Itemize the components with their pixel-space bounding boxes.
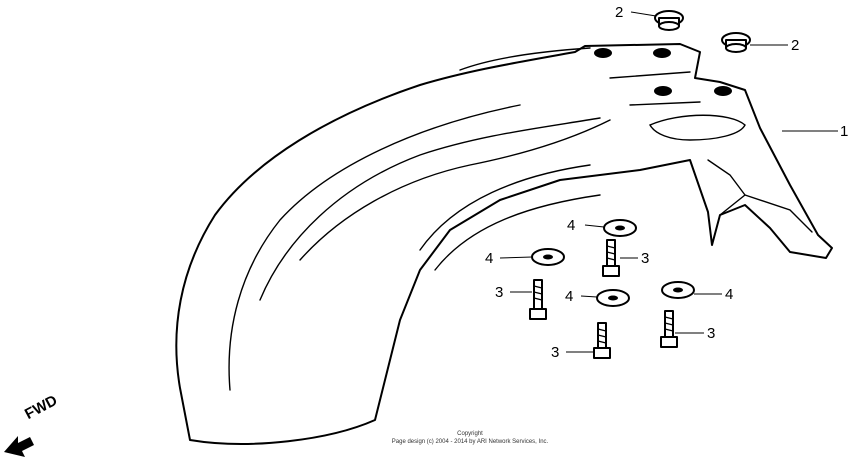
front-fender[interactable] (175, 43, 833, 445)
bolt-1[interactable] (602, 239, 620, 277)
callout-3-right: 3 (707, 325, 715, 342)
washer-2[interactable] (531, 248, 565, 266)
washer-3[interactable] (596, 289, 630, 307)
callout-4-right: 4 (725, 286, 733, 303)
copyright-title: Copyright (457, 431, 483, 437)
callout-4-middle: 4 (565, 288, 573, 305)
callout-2-right: 2 (791, 37, 799, 54)
callout-3-top: 3 (641, 250, 649, 267)
callout-1: 1 (840, 123, 848, 140)
bolt-3[interactable] (593, 322, 611, 359)
bolt-2[interactable] (529, 279, 547, 320)
copyright-notice: Page design (c) 2004 - 2014 by ARI Netwo… (391, 439, 549, 445)
washer-1[interactable] (603, 219, 637, 237)
grommet-upper-right[interactable] (721, 32, 751, 53)
callout-4-left: 4 (485, 250, 493, 267)
bolt-4[interactable] (660, 310, 678, 348)
callout-4-top: 4 (567, 217, 575, 234)
callout-3-left: 3 (495, 284, 503, 301)
callout-2-left: 2 (615, 4, 623, 21)
callout-3-bottom: 3 (551, 344, 559, 361)
forward-arrow-icon (4, 436, 34, 457)
grommet-upper-left[interactable] (654, 10, 684, 31)
washer-4[interactable] (661, 281, 695, 299)
